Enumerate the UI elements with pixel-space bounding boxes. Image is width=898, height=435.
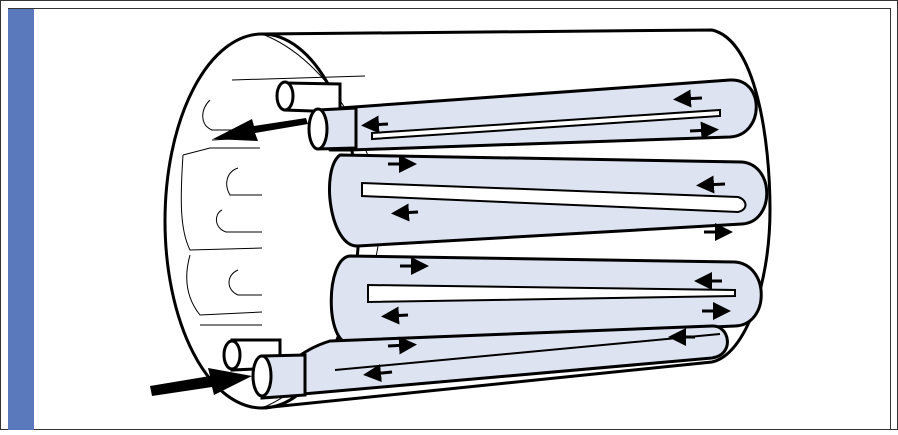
inlet-pipe [253, 355, 305, 398]
outlet-pipe [309, 108, 356, 149]
flow-arrow [372, 372, 392, 374]
flow-arrow [682, 98, 702, 99]
flow-arrow [388, 345, 408, 346]
flow-arrow [690, 130, 710, 131]
flow-arrow [705, 184, 725, 185]
flow-arrow [370, 124, 388, 125]
accent-bar [8, 8, 34, 430]
flow-arrow [390, 315, 408, 316]
flow-arrow [400, 212, 418, 213]
